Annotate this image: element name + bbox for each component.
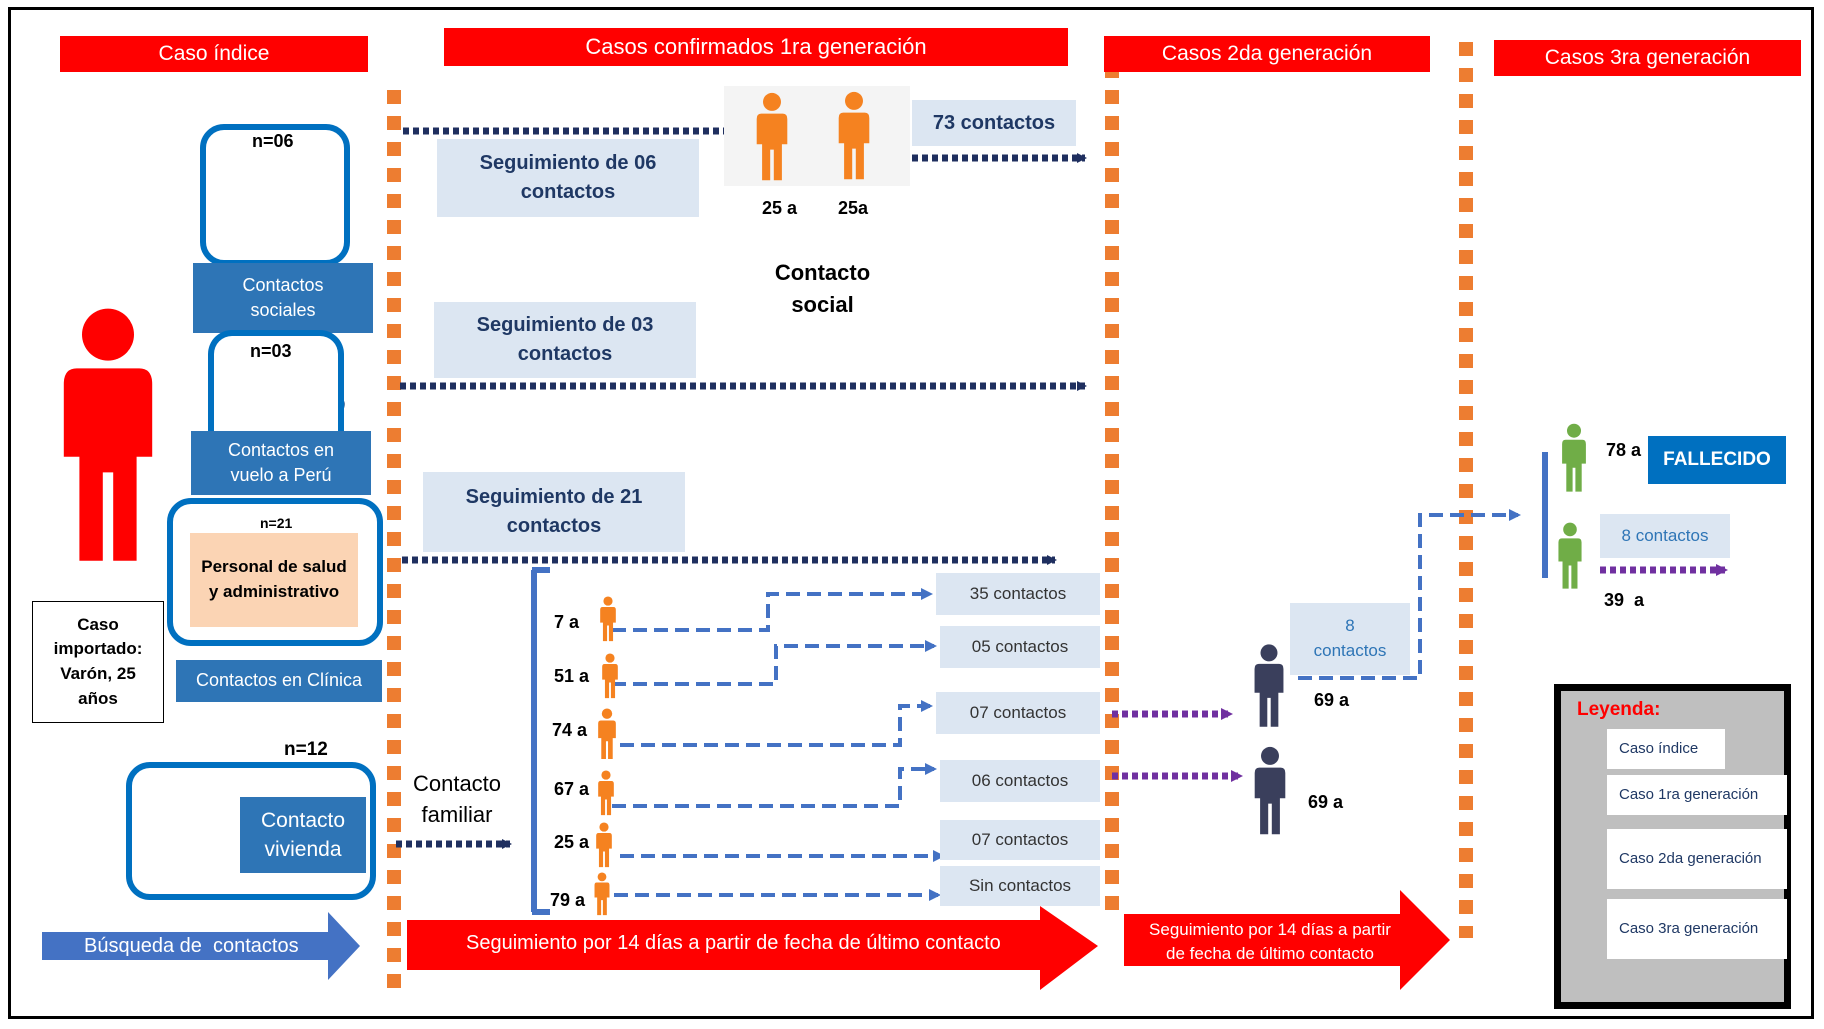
- legend-item-gen1: Caso 1ra generación: [1607, 775, 1787, 815]
- family-age-2: 51 a: [554, 666, 590, 686]
- flight-group-label: Contactos en vuelo a Perú: [191, 431, 371, 495]
- legend: Leyenda: Caso índice Caso 1ra generación…: [1554, 684, 1791, 1009]
- followup-social: Seguimiento de 06 contactos: [437, 139, 699, 217]
- header-gen3: Casos 3ra generación: [1494, 40, 1801, 76]
- family-contacts-1: 35 contactos: [936, 573, 1100, 615]
- family-caption: Contacto familiar: [412, 771, 502, 827]
- search-arrow-label: Búsqueda de contactos: [84, 935, 299, 957]
- search-arrow: [42, 912, 360, 980]
- follow-arrow-gen1: [407, 906, 1098, 990]
- gen2-contacts: 8 contactos: [1290, 603, 1410, 675]
- family-age-1: 7 a: [554, 612, 580, 632]
- social-caption: Contacto social: [774, 260, 871, 317]
- family-contacts-2: 05 contactos: [940, 626, 1100, 668]
- dashed-arrow-35: [612, 588, 933, 632]
- gen3-age-1: 78 a: [1606, 440, 1642, 460]
- clinic-n: n=21: [260, 515, 293, 531]
- legend-item-gen2: Caso 2da generación: [1607, 829, 1787, 889]
- followup-flight: Seguimiento de 03 contactos: [434, 302, 696, 378]
- social-group-ring: [200, 124, 350, 266]
- follow-arrow-gen2: [1124, 890, 1450, 990]
- clinic-group-label: Contactos en Clínica: [176, 660, 382, 702]
- family-contacts-5: 07 contactos: [940, 820, 1100, 860]
- flight-group-ring: [208, 330, 344, 444]
- header-gen2: Casos 2da generación: [1104, 36, 1430, 72]
- dashed-arrow-06: [612, 763, 937, 808]
- follow-gen1-label: Seguimiento por 14 días a partir de fech…: [466, 932, 1001, 954]
- gen2-age-1: 69 a: [1314, 690, 1350, 710]
- gen2-age-2: 69 a: [1308, 792, 1344, 812]
- legend-item-gen3: Caso 3ra generación: [1607, 899, 1787, 959]
- index-case-label: Caso importado: Varón, 25 años: [32, 601, 164, 723]
- home-group-label: Contacto vivienda: [240, 797, 366, 873]
- family-age-4: 67 a: [554, 779, 590, 799]
- social-age-1: 25 a: [762, 198, 798, 218]
- clinic-inner-label: Personal de salud y administrativo: [190, 533, 358, 627]
- gen3-age-2: 39 a: [1604, 590, 1645, 610]
- family-contacts-3: 07 contactos: [936, 692, 1100, 734]
- header-caso-indice: Caso índice: [60, 36, 368, 72]
- flight-n: n=03: [250, 341, 292, 361]
- follow-gen2-label: Seguimiento por 14 días a partir de fech…: [1149, 920, 1391, 963]
- header-gen1: Casos confirmados 1ra generación: [444, 28, 1068, 66]
- gen3-contacts: 8 contactos: [1600, 514, 1730, 558]
- home-n: n=12: [284, 739, 328, 760]
- social-group-label: Contactos sociales: [193, 263, 373, 333]
- family-contacts-4: 06 contactos: [940, 760, 1100, 802]
- dashed-arrow-05: [612, 640, 937, 686]
- outer-frame: [8, 7, 1814, 1019]
- dashed-arrow-07a: [620, 700, 933, 747]
- family-age-5: 25 a: [554, 832, 590, 852]
- legend-item-index: Caso índice: [1607, 729, 1725, 769]
- social-n: n=06: [252, 131, 294, 151]
- social-73-contacts: 73 contactos: [912, 100, 1076, 146]
- followup-clinic: Seguimiento de 21 contactos: [423, 472, 685, 552]
- family-age-3: 74 a: [552, 720, 588, 740]
- legend-title: Leyenda:: [1577, 699, 1661, 720]
- social-age-2: 25a: [838, 198, 869, 218]
- family-contacts-6: Sin contactos: [940, 866, 1100, 906]
- gen3-status-fallecido: FALLECIDO: [1648, 436, 1786, 484]
- family-age-6: 79 a: [550, 890, 586, 910]
